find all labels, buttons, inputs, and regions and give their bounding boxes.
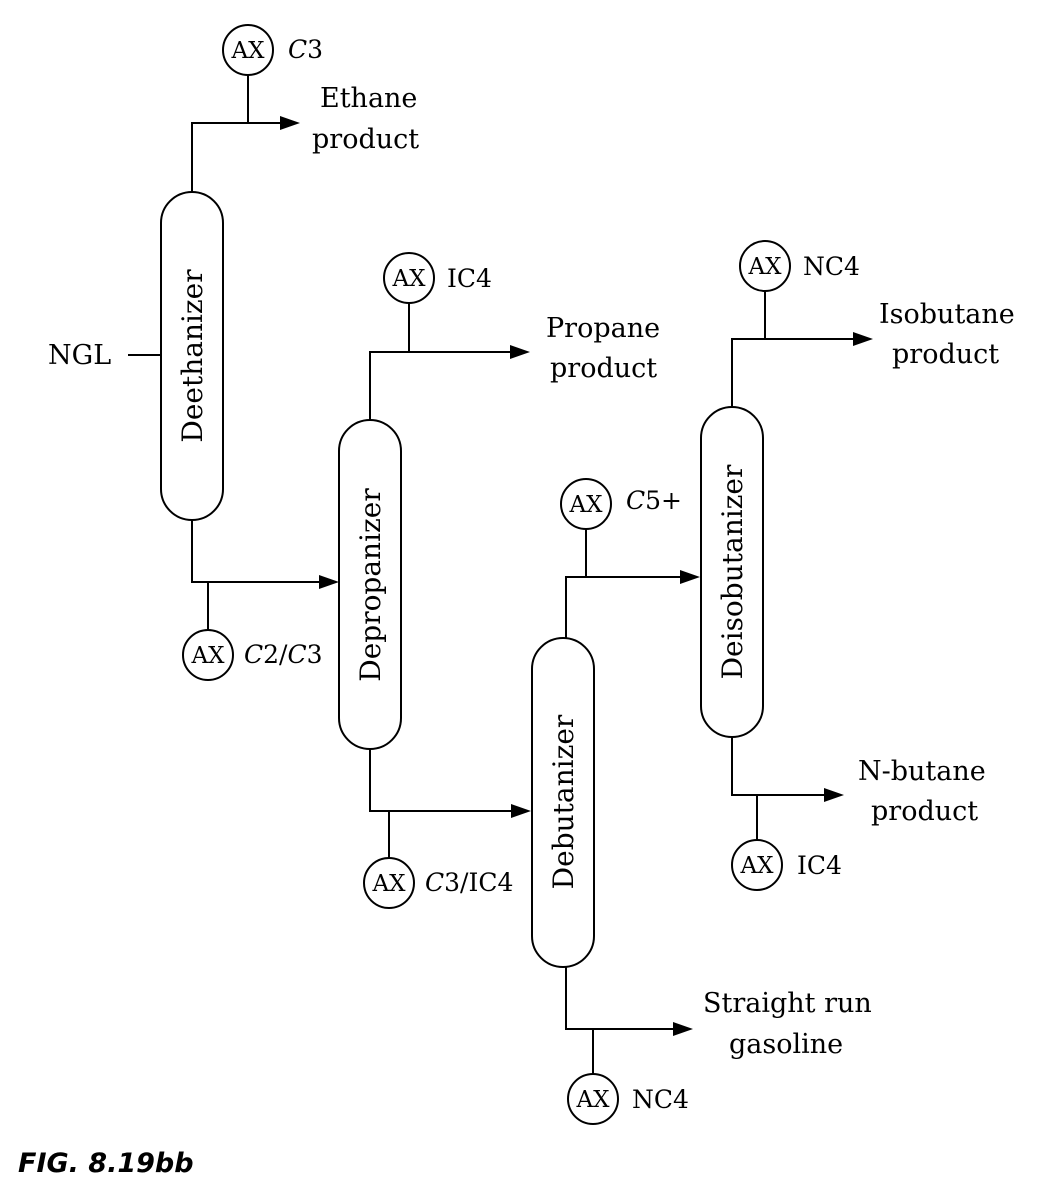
- ngl-feed-label: NGL: [48, 340, 111, 371]
- debutanizer-column: Debutanizer: [531, 637, 595, 968]
- deethanizer-label: Deethanizer: [176, 269, 209, 443]
- debut-top-analyzer-tag: C5+: [626, 486, 682, 515]
- gasoline-product-label-1: Straight run: [703, 988, 872, 1019]
- deisob-top-analyzer-symbol: AX: [748, 254, 783, 280]
- propane-product-label-1: Propane: [546, 313, 660, 344]
- deeth-bottoms-line: [191, 520, 320, 583]
- deprop-top-analyzer-circle: [383, 252, 435, 304]
- deisob-bottom-analyzer-tag: IC4: [797, 851, 842, 880]
- nbutane-product-label-1: N-butane: [858, 756, 986, 787]
- deeth-bottom-analyzer-symbol: AX: [191, 643, 226, 669]
- depropanizer-column: Depropanizer: [338, 419, 402, 750]
- depropanizer-label: Depropanizer: [354, 488, 387, 682]
- propane-product-label-2: product: [550, 353, 657, 384]
- deeth-bottom-analyzer-circle: [182, 629, 234, 681]
- nbutane-product-label-2: product: [871, 796, 978, 827]
- deprop-bottom-analyzer-tag: C3/IC4: [425, 868, 513, 897]
- ethane-product-label-2: product: [312, 124, 419, 155]
- deisobutanizer-label: Deisobutanizer: [716, 464, 749, 679]
- deeth-bottom-analyzer-tag: C2/C3: [244, 640, 323, 669]
- isobutane-product-line: [731, 338, 855, 407]
- debut-bottom-analyzer-circle: [567, 1073, 619, 1125]
- debut-overhead-arrowhead: [680, 570, 700, 584]
- debut-bottom-analyzer-symbol: AX: [576, 1087, 611, 1113]
- gasoline-product-line: [565, 967, 675, 1030]
- ethane-product-label-1: Ethane: [320, 83, 417, 114]
- deprop-top-analyzer-tag: IC4: [447, 264, 492, 293]
- deisob-top-analyzer-tag: NC4: [803, 252, 860, 281]
- propane-arrowhead: [510, 345, 530, 359]
- gasoline-product-label-2: gasoline: [729, 1029, 843, 1060]
- nbutane-product-line: [731, 737, 826, 796]
- deprop-top-analyzer-symbol: AX: [392, 266, 427, 292]
- deisob-bottom-analyzer-symbol: AX: [740, 853, 775, 879]
- debut-overhead-line: [565, 576, 682, 638]
- deethanizer-column: Deethanizer: [160, 191, 224, 521]
- isobutane-arrowhead: [853, 332, 873, 346]
- deprop-bottoms-arrowhead: [511, 804, 531, 818]
- deprop-bottom-analyzer-symbol: AX: [372, 871, 407, 897]
- figure-caption: FIG. 8.19bb: [18, 1148, 194, 1179]
- deeth-top-analyzer-symbol: AX: [231, 38, 266, 64]
- deprop-bottoms-line: [369, 749, 512, 812]
- deisob-bottom-analyzer-circle: [731, 839, 783, 891]
- isobutane-product-label-2: product: [892, 339, 999, 370]
- deisob-top-analyzer-circle: [739, 240, 791, 292]
- debut-top-analyzer-symbol: AX: [569, 492, 604, 518]
- propane-product-line: [369, 351, 512, 420]
- isobutane-product-label-1: Isobutane: [879, 299, 1015, 330]
- debutanizer-label: Debutanizer: [547, 714, 580, 889]
- deprop-bottom-analyzer-circle: [363, 857, 415, 909]
- nbutane-arrowhead: [824, 788, 844, 802]
- deeth-bottoms-arrowhead: [319, 575, 339, 589]
- debut-top-analyzer-circle: [560, 478, 612, 530]
- debutanizer-vessel: [531, 637, 595, 968]
- deisobutanizer-column: Deisobutanizer: [700, 406, 764, 738]
- debut-bottom-analyzer-tag: NC4: [632, 1085, 689, 1114]
- ethane-arrowhead: [280, 116, 300, 130]
- deeth-top-analyzer-tag: C3: [288, 35, 323, 64]
- ethane-product-line: [191, 122, 282, 192]
- gasoline-arrowhead: [673, 1022, 693, 1036]
- deeth-top-analyzer-circle: [222, 24, 274, 76]
